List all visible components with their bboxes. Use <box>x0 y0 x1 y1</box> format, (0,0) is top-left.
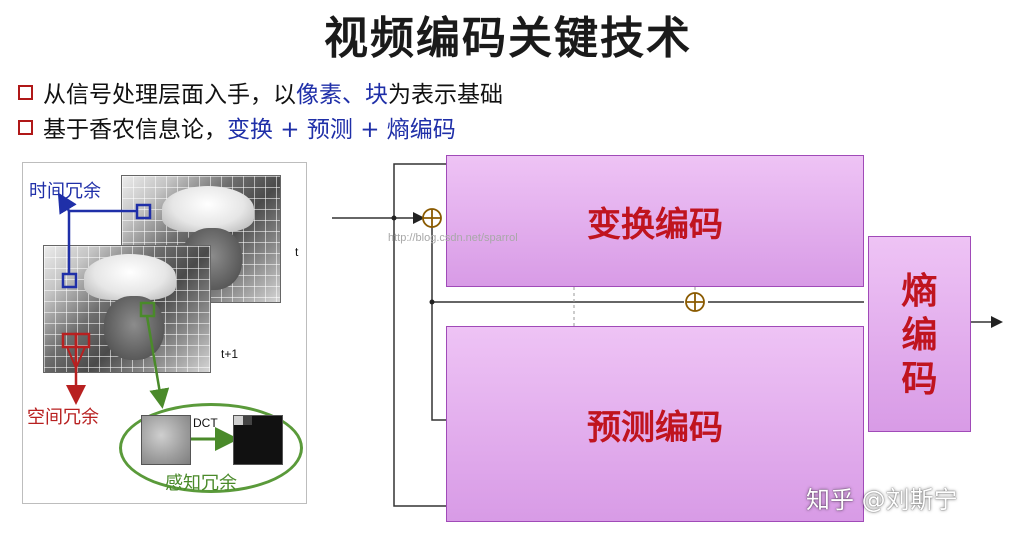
codec-block-diagram: 变换编码 预测编码 熵 编 码 <box>328 150 1008 530</box>
spatial-block-a <box>63 334 76 347</box>
page-title: 视频编码关键技术 <box>0 2 1016 66</box>
pixel-block-image <box>141 415 191 465</box>
bullet-1-highlight: 像素、块 <box>296 75 388 109</box>
dct-label: DCT <box>193 416 218 430</box>
dct-block-image <box>233 415 283 465</box>
transform-coding-block: 变换编码 <box>446 155 864 287</box>
bullet-2-prefix: 基于香农信息论， <box>43 110 227 144</box>
adder-icon <box>423 209 441 227</box>
prediction-coding-block: 预测编码 <box>446 326 864 522</box>
entropy-coding-block: 熵 编 码 <box>868 236 971 432</box>
temporal-redundancy-label: 时间冗余 <box>29 177 101 203</box>
bullet-item-2: 基于香农信息论，变换 + 预测 + 熵编码 <box>18 110 456 144</box>
bullet-1-prefix: 从信号处理层面入手，以 <box>43 75 296 109</box>
entropy-char-1: 熵 <box>901 270 937 314</box>
perceptual-block <box>141 303 154 316</box>
perceptual-arrow-icon <box>147 316 161 399</box>
square-bullet-icon <box>18 85 33 100</box>
bullet-item-1: 从信号处理层面入手，以像素、块为表示基础 <box>18 75 503 109</box>
redundancy-illustration: t t+1 时间冗余 空间冗余 <box>22 162 307 504</box>
spatial-block-b <box>76 334 89 347</box>
adder-icon <box>686 293 704 311</box>
bullet-2-highlight: 变换 + 预测 + 熵编码 <box>227 110 456 144</box>
spatial-redundancy-label: 空间冗余 <box>27 403 99 429</box>
square-bullet-icon <box>18 120 33 135</box>
temporal-link-line <box>69 211 137 274</box>
bullet-1-suffix: 为表示基础 <box>388 75 503 109</box>
author-watermark: 知乎 @刘斯宁 <box>806 480 958 515</box>
temporal-block-t <box>137 205 150 218</box>
url-watermark: http://blog.csdn.net/sparrol <box>388 232 518 244</box>
entropy-char-3: 码 <box>901 358 937 402</box>
entropy-char-2: 编 <box>901 314 937 358</box>
temporal-block-t1 <box>63 274 76 287</box>
perceptual-redundancy-label: 感知冗余 <box>165 469 237 495</box>
